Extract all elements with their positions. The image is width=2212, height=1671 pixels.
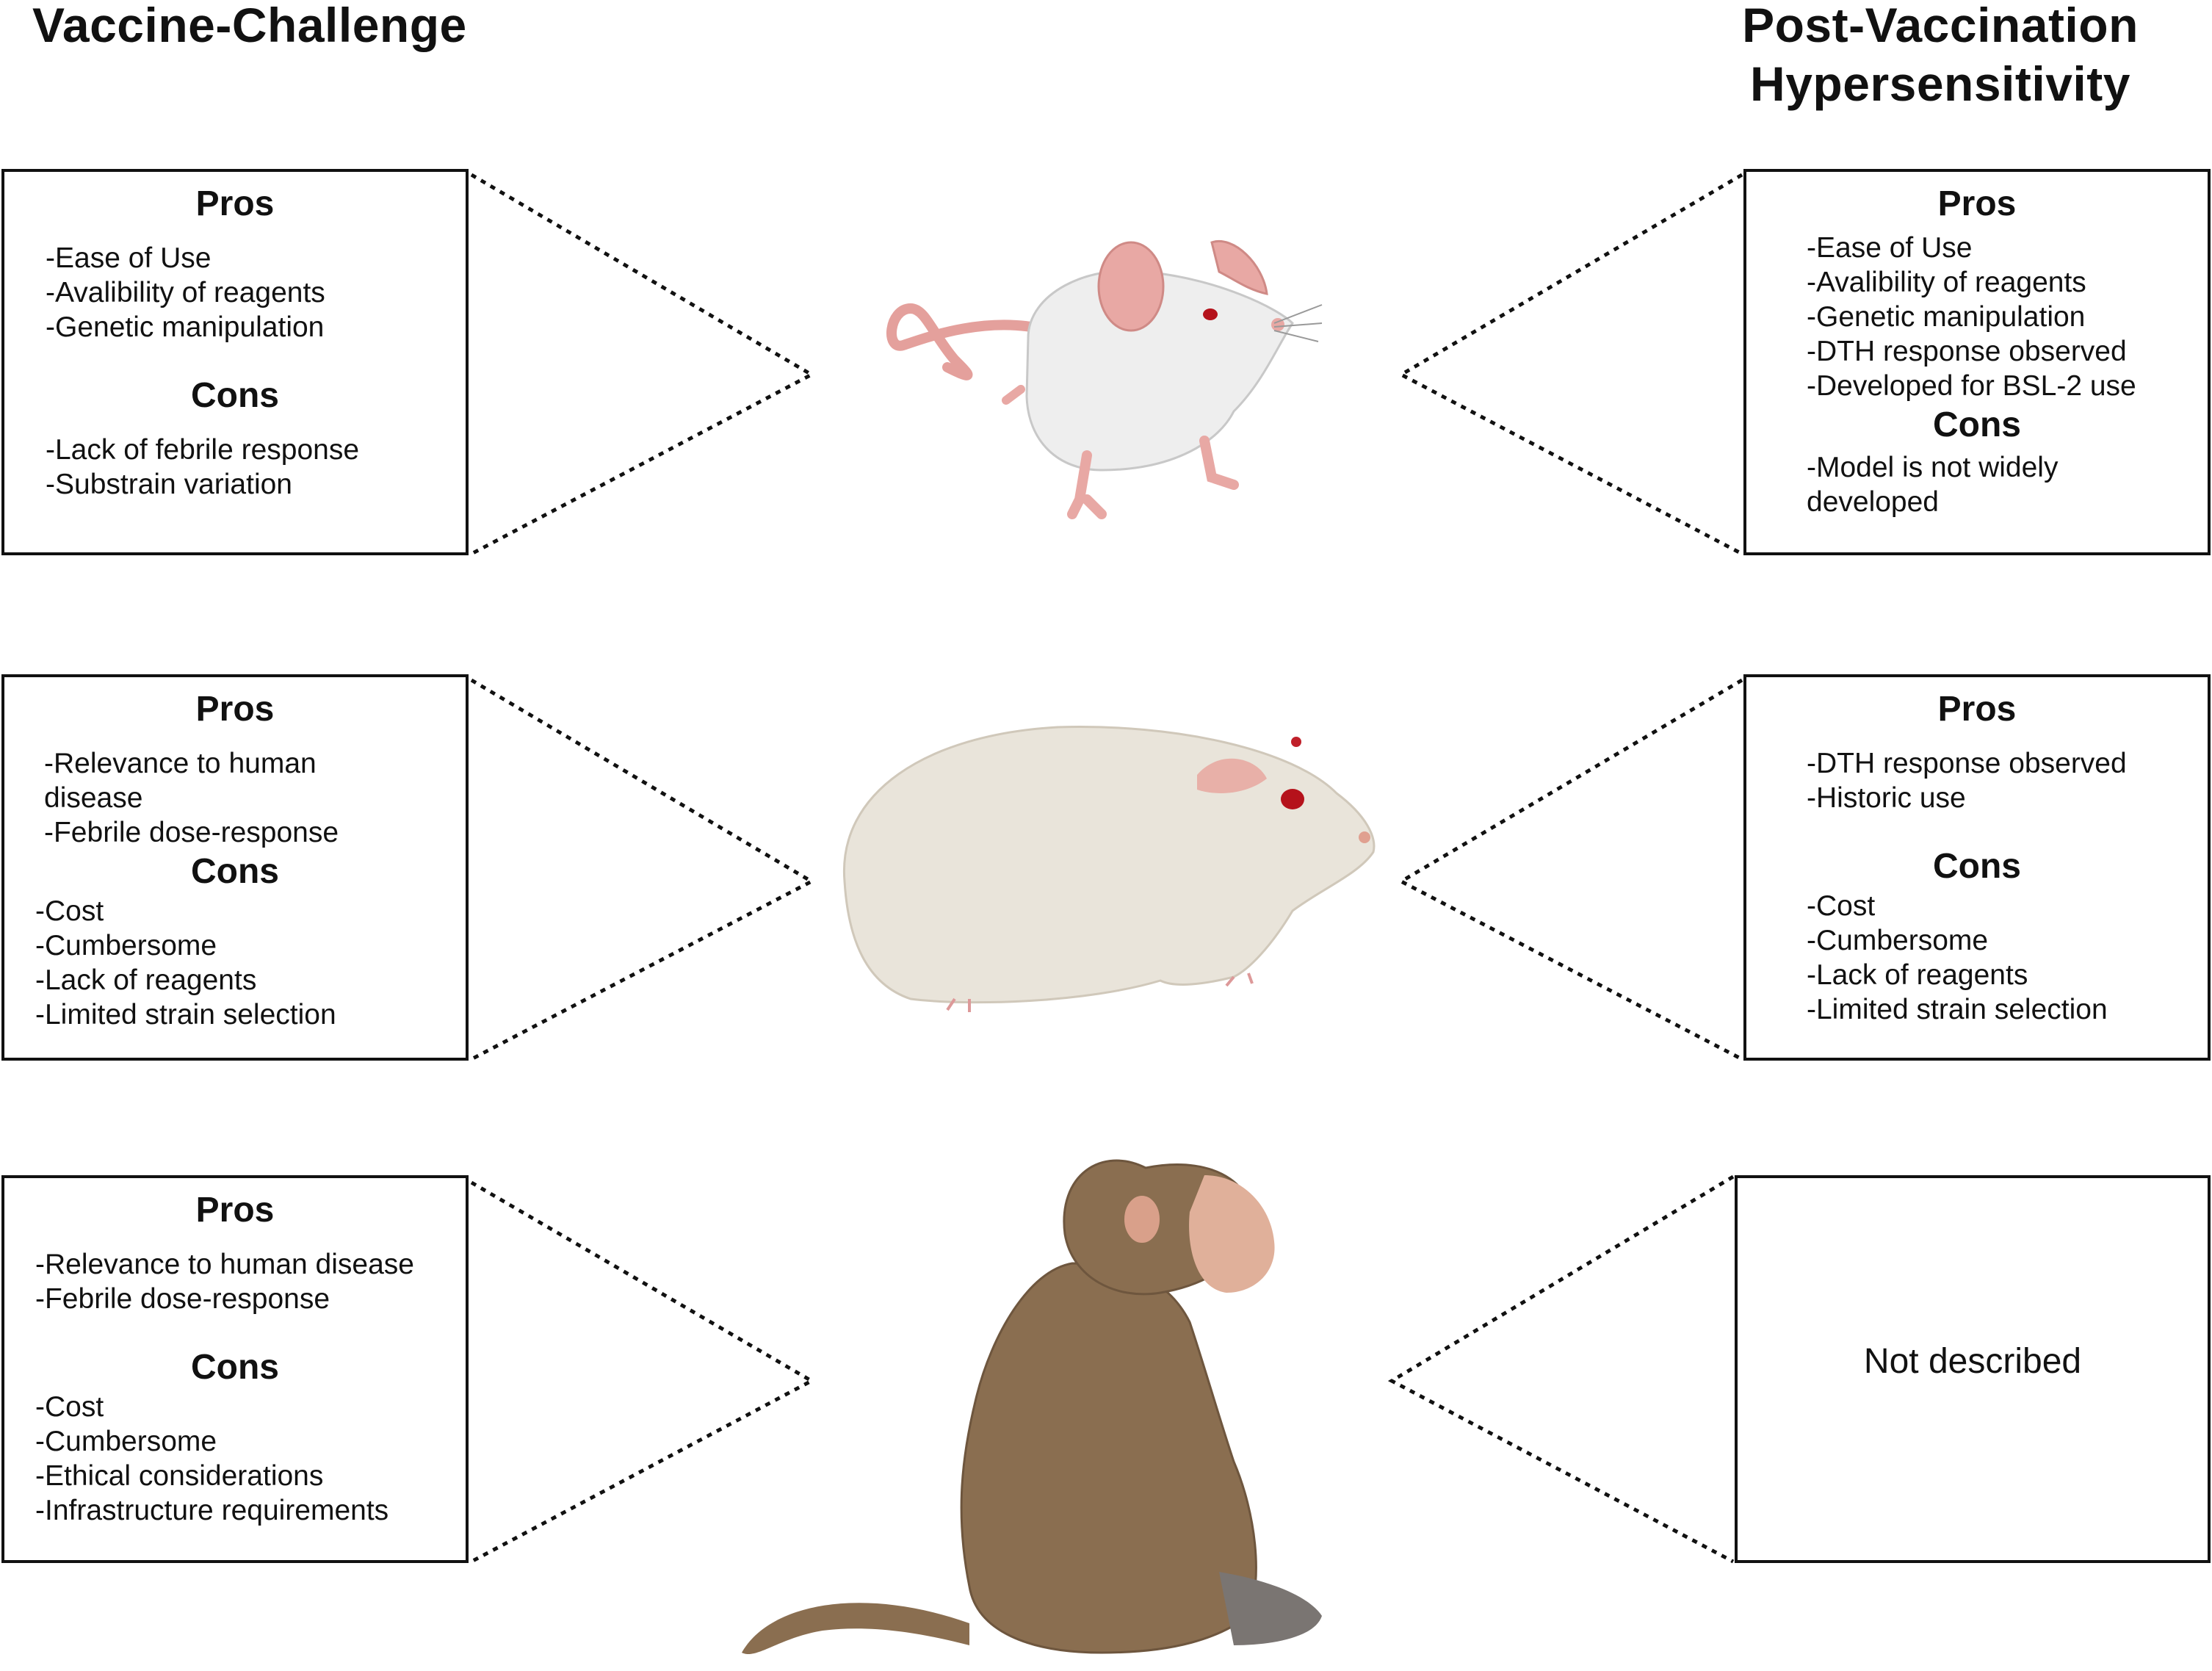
list-item: -Relevance to human disease [35, 1249, 414, 1280]
mouse-illustration [886, 240, 1323, 519]
list-item: -Ease of Use [1807, 232, 1973, 264]
heading-vaccine-challenge: Vaccine-Challenge [32, 0, 467, 52]
panel-monkey-hypersensitivity: Not described [1735, 1175, 2211, 1563]
list-item: -Model is not widely developed [1807, 452, 2059, 518]
pros-title: Pros [195, 1191, 275, 1230]
cons-title: Cons [191, 376, 279, 415]
list-item: -Cumbersome [35, 930, 217, 961]
panel-monkey-vaccine-challenge: Pros -Relevance to human disease -Febril… [1, 1175, 469, 1563]
cons-list: -Lack of febrile response -Substrain var… [46, 433, 466, 502]
list-item: -Cost [35, 895, 104, 927]
cons-list: -Cost -Cumbersome -Lack of reagents -Lim… [35, 894, 466, 1032]
pros-list: -Relevance to human disease -Febrile dos… [35, 1247, 466, 1316]
list-item: -Cumbersome [1807, 925, 1989, 956]
list-item: -Limited strain selection [1807, 994, 2108, 1025]
list-item: -Genetic manipulation [46, 311, 325, 343]
pros-title: Pros [195, 184, 275, 223]
list-item: -Developed for BSL-2 use [1807, 370, 2136, 402]
list-item: -Limited strain selection [35, 999, 336, 1031]
monkey-illustration [742, 1159, 1322, 1655]
cons-list: -Cost -Cumbersome -Lack of reagents -Lim… [1807, 889, 2208, 1027]
cons-title: Cons [191, 1348, 279, 1387]
pros-list: -DTH response observed -Historic use [1807, 746, 2208, 815]
cons-list: -Cost -Cumbersome -Ethical consideration… [35, 1390, 466, 1528]
panel-mouse-vaccine-challenge: Pros -Ease of Use -Avalibility of reagen… [1, 169, 469, 555]
list-item: -Cost [35, 1391, 104, 1423]
dotted-connectors [470, 173, 1743, 1564]
pros-list: -Relevance to human disease -Febrile dos… [44, 746, 382, 850]
list-item: -Lack of reagents [1807, 959, 2028, 991]
panel-mouse-hypersensitivity: Pros -Ease of Use -Avalibility of reagen… [1743, 169, 2211, 555]
list-item: -Ease of Use [46, 242, 212, 274]
list-item: -Ethical considerations [35, 1460, 324, 1492]
cons-title: Cons [1933, 847, 2021, 886]
list-item: -Historic use [1807, 782, 1966, 814]
list-item: -Genetic manipulation [1807, 301, 2086, 333]
list-item: -Avalibility of reagents [1807, 267, 2086, 298]
list-item: -Febrile dose-response [44, 817, 339, 848]
list-item: -Infrastructure requirements [35, 1495, 389, 1526]
pros-title: Pros [1937, 184, 2017, 223]
pros-title: Pros [195, 690, 275, 729]
heading-line-2: Hypersensitivity [1750, 57, 2130, 111]
list-item: -Febrile dose-response [35, 1283, 330, 1315]
list-item: -DTH response observed [1807, 748, 2127, 779]
list-item: -Lack of febrile response [46, 434, 360, 466]
heading-post-vaccination-hypersensitivity: Post-Vaccination Hypersensitivity [1683, 0, 2197, 113]
list-item: -Lack of reagents [35, 964, 257, 996]
not-described-text: Not described [1863, 1342, 2082, 1381]
list-item: -Cumbersome [35, 1426, 217, 1457]
heading-line-1: Post-Vaccination [1742, 0, 2139, 52]
list-item: -Substrain variation [46, 469, 292, 500]
pros-title: Pros [1937, 690, 2017, 729]
pros-list: -Ease of Use -Avalibility of reagents -G… [46, 241, 466, 344]
list-item: -DTH response observed [1807, 336, 2127, 367]
cons-title: Cons [191, 852, 279, 891]
cons-list: -Model is not widely developed [1807, 450, 2115, 519]
list-item: -Relevance to human disease [44, 748, 317, 814]
pros-list: -Ease of Use -Avalibility of reagents -G… [1807, 231, 2208, 403]
list-item: -Cost [1807, 890, 1876, 922]
list-item: -Avalibility of reagents [46, 277, 325, 308]
panel-guinea-pig-vaccine-challenge: Pros -Relevance to human disease -Febril… [1, 674, 469, 1061]
panel-guinea-pig-hypersensitivity: Pros -DTH response observed -Historic us… [1743, 674, 2211, 1061]
cons-title: Cons [1933, 405, 2021, 444]
guinea-pig-illustration [842, 726, 1376, 1012]
